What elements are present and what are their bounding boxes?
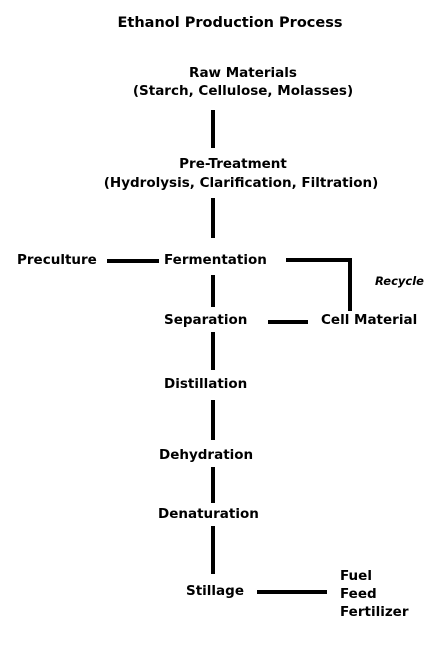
node-distillation: Distillation — [164, 376, 248, 392]
node-denaturation: Denaturation — [158, 506, 259, 522]
connector-raw-to-pretreatment — [211, 110, 215, 148]
diagram-title: Ethanol Production Process — [117, 15, 343, 31]
node-raw-materials-detail: (Starch, Cellulose, Molasses) — [132, 83, 354, 99]
node-separation: Separation — [164, 312, 248, 328]
connector-dehydration-to-denaturation — [211, 467, 215, 503]
connector-pretreatment-to-fermentation — [211, 198, 215, 238]
node-dehydration: Dehydration — [159, 447, 254, 463]
node-pretreatment: Pre-Treatment — [179, 156, 287, 172]
connector-recycle-top — [286, 258, 352, 262]
connector-denaturation-to-stillage — [211, 526, 215, 574]
node-pretreatment-detail: (Hydrolysis, Clarification, Filtration) — [103, 175, 379, 191]
use-fuel: Fuel — [340, 568, 372, 584]
node-stillage: Stillage — [186, 583, 244, 599]
use-fertilizer: Fertilizer — [340, 604, 409, 620]
connector-separation-to-distillation — [211, 332, 215, 370]
node-cell-material: Cell Material — [321, 312, 418, 328]
connector-stillage-to-uses — [257, 590, 327, 594]
node-preculture: Preculture — [17, 252, 97, 268]
node-fermentation: Fermentation — [164, 252, 267, 268]
node-raw-materials: Raw Materials — [189, 65, 297, 81]
use-feed: Feed — [340, 586, 377, 602]
label-recycle: Recycle — [375, 274, 424, 288]
connector-preculture-to-fermentation — [107, 259, 159, 263]
connector-separation-to-cell-material — [268, 320, 308, 324]
connector-recycle-side — [348, 258, 352, 311]
connector-distillation-to-dehydration — [211, 400, 215, 440]
connector-fermentation-to-separation — [211, 275, 215, 307]
